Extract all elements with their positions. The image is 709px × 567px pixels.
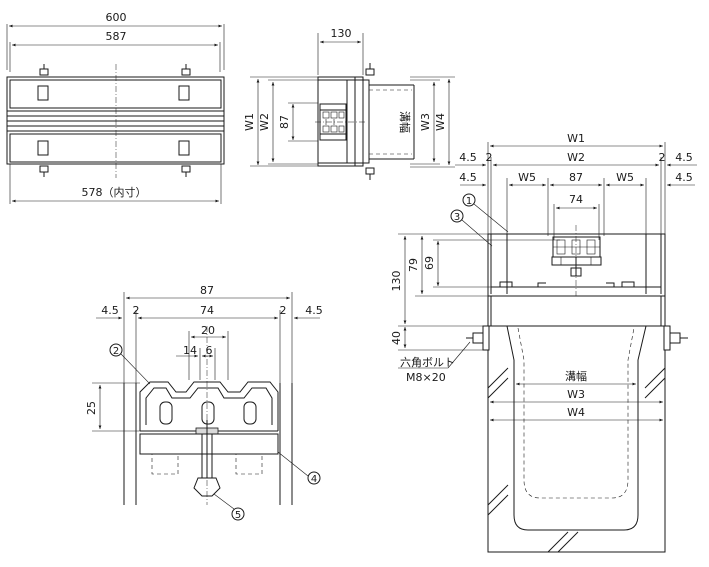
callout-2: 2 xyxy=(113,346,119,357)
dim-20: 20 xyxy=(201,324,215,337)
dim-2-detail-right: 2 xyxy=(280,304,287,317)
dim-w4-section: W4 xyxy=(567,406,585,419)
dim-25: 25 xyxy=(85,401,98,415)
label-mizohaba-section: 溝幅 xyxy=(565,370,587,383)
dim-79: 79 xyxy=(407,258,420,272)
dim-600: 600 xyxy=(106,11,127,24)
label-mizohaba-side: 溝幅 xyxy=(398,111,411,133)
bolt-label: 六角ボルト xyxy=(400,356,455,369)
dim-87-side: 87 xyxy=(278,115,291,129)
dim-w5-right: W5 xyxy=(616,171,634,184)
callout-4: 4 xyxy=(311,474,317,485)
callout-3: 3 xyxy=(454,212,460,223)
dim-130-side: 130 xyxy=(331,27,352,40)
dim-w4-side: W4 xyxy=(434,113,447,131)
dim-2-top-right: 2 xyxy=(659,151,666,164)
callout-5: 5 xyxy=(235,510,241,521)
dim-587: 587 xyxy=(106,30,127,43)
dim-w5-left: W5 xyxy=(518,171,536,184)
dim-74-detail: 74 xyxy=(200,304,214,317)
dim-14: 14 xyxy=(183,344,197,357)
dim-87-detail: 87 xyxy=(200,284,214,297)
callout-1: 1 xyxy=(466,196,472,207)
dim-4-5-detail-right: 4.5 xyxy=(305,304,323,317)
dim-4-5-mid-left: 4.5 xyxy=(459,171,477,184)
dim-2-top-left: 2 xyxy=(486,151,493,164)
bolt-spec: M8×20 xyxy=(406,371,446,384)
dim-130-section: 130 xyxy=(390,271,403,292)
dim-40: 40 xyxy=(390,331,403,345)
dim-w2-side: W2 xyxy=(258,113,271,131)
dim-w2-section: W2 xyxy=(567,151,585,164)
dim-69: 69 xyxy=(423,256,436,270)
dim-4-5-top-right: 4.5 xyxy=(675,151,693,164)
dim-w3-section: W3 xyxy=(567,388,585,401)
dim-578-inner: 578（内寸） xyxy=(82,185,147,199)
dim-6: 6 xyxy=(206,344,213,357)
dim-87-section: 87 xyxy=(569,171,583,184)
top-view: 600 587 578（内寸） xyxy=(6,11,225,204)
dim-74-section: 74 xyxy=(569,193,583,206)
dim-w1-side: W1 xyxy=(243,113,256,131)
section-view: W1 W2 4.5 2 2 4.5 4.5 W5 87 W5 4.5 74 1 xyxy=(390,132,697,553)
dim-w3-side: W3 xyxy=(419,113,432,131)
dim-4-5-mid-right: 4.5 xyxy=(675,171,693,184)
dim-4-5-detail-left: 4.5 xyxy=(101,304,119,317)
dim-4-5-top-left: 4.5 xyxy=(459,151,477,164)
side-view: 130 W1 W2 87 xyxy=(243,27,455,180)
dim-w1-section: W1 xyxy=(567,132,585,145)
dim-2-detail-left: 2 xyxy=(133,304,140,317)
detail-view: 87 74 4.5 2 2 4.5 20 14 6 25 xyxy=(85,284,323,521)
